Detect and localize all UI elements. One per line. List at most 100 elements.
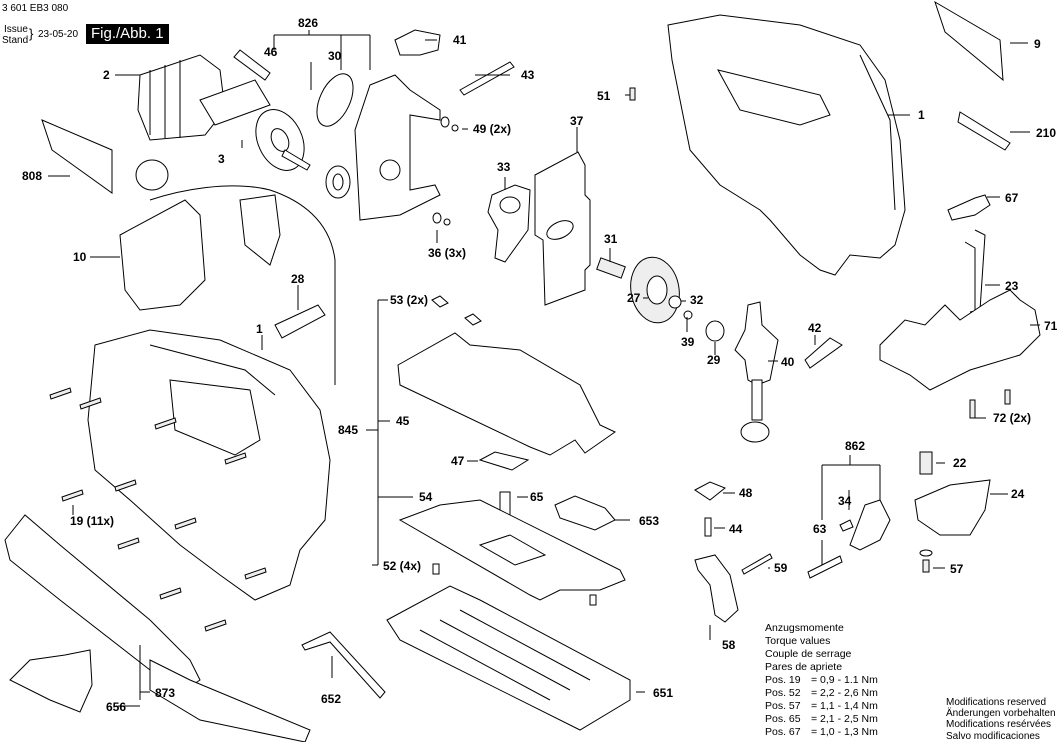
- part-label-45: 45: [396, 414, 410, 428]
- part-42: [804, 337, 843, 369]
- part-cable: [149, 185, 336, 385]
- part-label-210: [957, 111, 1011, 151]
- part-label-34: 34: [838, 494, 852, 508]
- part-label-808: 808: [22, 169, 42, 183]
- torque-row: Pos. 67= 1,0 - 1,3 Nm: [765, 726, 878, 738]
- part-58: [694, 554, 739, 623]
- part-label-36: 36 (3x): [428, 246, 466, 260]
- part-label-2: 2: [103, 68, 110, 82]
- part-housing-left: [87, 329, 331, 601]
- part-31: [596, 257, 626, 279]
- torque-title-de: Anzugsmomente: [765, 622, 844, 634]
- part-allen-key-652: [301, 631, 386, 699]
- part-disc-30: [316, 73, 354, 127]
- part-label-22: 22: [953, 456, 967, 470]
- part-28: [274, 304, 326, 339]
- modifications-note: Modifications reserved Änderungen vorbeh…: [946, 697, 1056, 742]
- part-switch: [239, 194, 281, 266]
- part-armature: [199, 79, 311, 171]
- issue-label: Issue: [4, 24, 28, 35]
- part-24: [914, 479, 991, 536]
- part-pin-46: [233, 49, 271, 81]
- part-label-72: 72 (2x): [993, 411, 1031, 425]
- part-59: [741, 553, 773, 575]
- part-lever-862: [849, 499, 891, 551]
- part-label-862: 862: [845, 439, 865, 453]
- part-plate-37: [534, 151, 591, 306]
- modifications-es: Salvo modificaciones: [946, 730, 1040, 742]
- part-label-1-left: 1: [256, 322, 263, 336]
- part-label-42: 42: [808, 321, 822, 335]
- part-spring-22: [919, 451, 933, 475]
- part-plate-54: [398, 499, 626, 601]
- part-pin-63: [807, 555, 843, 579]
- part-label-41: 41: [453, 33, 467, 47]
- part-label-32: 32: [690, 293, 704, 307]
- part-label-23: 23: [1005, 279, 1019, 293]
- part-67: [947, 194, 991, 221]
- part-57: [919, 549, 933, 557]
- part-bearing: [325, 165, 351, 199]
- part-label-651: 651: [653, 686, 673, 700]
- part-label-48: 48: [739, 486, 753, 500]
- part-653: [554, 495, 616, 531]
- part-knob: [135, 159, 169, 191]
- part-gear-housing: [354, 74, 441, 221]
- part-656: [9, 649, 93, 713]
- part-label-808: [41, 119, 113, 194]
- part-label-31: 31: [604, 232, 618, 246]
- part-pin-43: [459, 61, 515, 96]
- part-label-44: 44: [729, 522, 743, 536]
- part-label-71: 71: [1044, 319, 1058, 333]
- part-electronics-10: [119, 199, 206, 311]
- part-washer-36: [432, 212, 442, 224]
- part-34: [839, 519, 854, 532]
- part-base-651: [386, 585, 631, 731]
- part-label-54: 54: [419, 490, 433, 504]
- part-screw-72: [969, 399, 976, 419]
- stand-label: Stand: [2, 35, 29, 46]
- modifications-de: Änderungen vorbehalten: [946, 708, 1056, 720]
- part-label-63: 63: [813, 522, 827, 536]
- part-label-53: 53 (2x): [390, 293, 428, 307]
- part-label-653: 653: [639, 514, 659, 528]
- part-label-826: 826: [298, 16, 318, 30]
- torque-values-table: Anzugsmomente Torque values Couple de se…: [765, 622, 878, 739]
- part-label-9: 9: [1034, 37, 1041, 51]
- part-stator: [137, 54, 226, 141]
- part-label-49: 49 (2x): [473, 122, 511, 136]
- part-label-65: 65: [530, 490, 544, 504]
- part-foot-45: [397, 332, 616, 456]
- part-label-58: 58: [722, 638, 736, 652]
- part-label-29: 29: [707, 353, 721, 367]
- brace: }: [29, 26, 34, 41]
- part-47: [478, 451, 530, 471]
- part-48: [694, 481, 726, 501]
- part-hose-873: [4, 514, 311, 742]
- part-label-67: 67: [1005, 191, 1019, 205]
- part-label-47: 47: [451, 454, 465, 468]
- figure-title: Fig./Abb. 1: [86, 24, 169, 44]
- torque-row: Pos. 57= 1,1 - 1,4 Nm: [765, 700, 878, 712]
- part-label-845: 845: [338, 423, 358, 437]
- torque-title-en: Torque values: [765, 635, 831, 647]
- leader-lines: [48, 30, 1040, 707]
- torque-title-fr: Couple de serrage: [765, 648, 852, 660]
- torque-row: Pos. 19= 0,9 - 1.1 Nm: [765, 674, 878, 686]
- part-label-28: 28: [291, 272, 305, 286]
- part-label-210: 210: [1036, 126, 1056, 140]
- issue-date: 23-05-20: [38, 29, 79, 40]
- part-label-873: 873: [155, 686, 175, 700]
- part-label-656: 656: [106, 700, 126, 714]
- part-51: [629, 87, 636, 101]
- document-number: 3 601 EB3 080: [2, 3, 69, 14]
- part-screws-19: [49, 387, 267, 632]
- part-39: [683, 310, 693, 320]
- part-washer-49: [440, 116, 450, 128]
- part-44: [704, 517, 712, 537]
- part-label-24: 24: [1011, 487, 1025, 501]
- part-label-52: 52 (4x): [383, 559, 421, 573]
- torque-row: Pos. 52= 2,2 - 2,6 Nm: [765, 687, 878, 699]
- part-clip-53: [431, 295, 449, 308]
